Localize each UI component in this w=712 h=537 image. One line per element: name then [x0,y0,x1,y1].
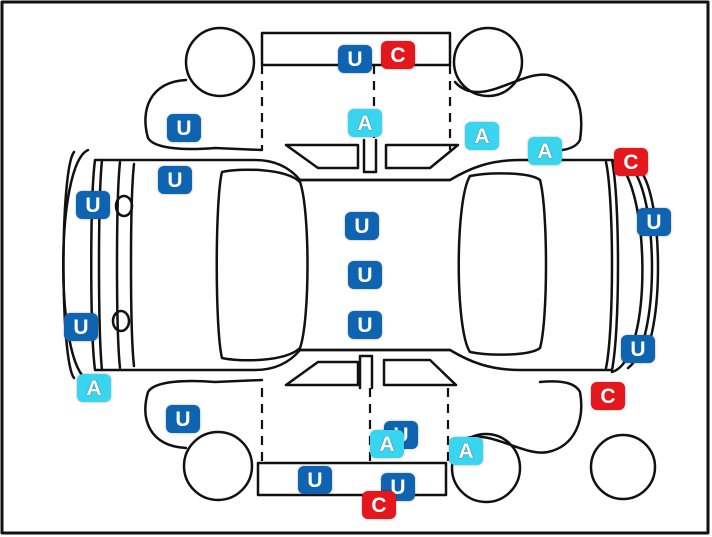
damage-marker-code: C [371,493,387,517]
wheel-top-right [452,26,524,98]
damage-marker-a: A [370,430,404,458]
fender-top-left [144,78,264,152]
fender-bottom-left [144,378,264,450]
damage-marker-u: U [167,114,201,142]
damage-marker-code: U [307,468,323,492]
front-window [215,168,309,362]
damage-marker-code: A [357,111,373,135]
damage-marker-u: U [348,261,382,289]
damage-marker-code: U [357,313,373,337]
damage-marker-a: A [348,109,382,137]
damage-marker-u: U [345,212,379,240]
center-strip-bottom [358,354,374,390]
pane-top-left [284,143,360,170]
damage-marker-code: A [379,432,395,456]
damage-marker-code: U [167,168,183,192]
damage-marker-code: A [474,124,490,148]
pane-bottom-left [284,360,360,387]
damage-marker-code: U [73,315,89,339]
damage-marker-c: C [381,41,415,69]
damage-marker-code: A [537,139,553,163]
fender-top-right [453,73,583,152]
damage-marker-a: A [465,122,499,150]
damage-marker-u: U [76,191,110,219]
body-outline [90,158,620,372]
damage-marker-u: U [348,311,382,339]
damage-marker-code: U [357,263,373,287]
damage-marker-code: U [175,407,191,431]
center-strip-top [362,138,378,174]
damage-marker-code: C [390,43,406,67]
damage-marker-code: U [630,337,646,361]
damage-marker-code: C [600,384,616,408]
damage-marker-code: A [86,376,102,400]
damage-marker-a: A [77,374,111,402]
damage-marker-code: U [85,193,101,217]
pane-bottom-right [382,358,458,387]
headlight-top [114,194,134,218]
damage-marker-code: U [176,116,192,140]
damage-marker-c: C [614,148,648,176]
damage-marker-u: U [166,405,200,433]
damage-marker-code: U [354,214,370,238]
pane-top-right [384,143,460,170]
spare-wheel [589,433,657,501]
damage-marker-c: C [362,491,396,519]
damage-marker-u: U [298,466,332,494]
damage-marker-u: U [64,313,98,341]
damage-marker-code: A [458,439,474,463]
fender-bottom-right [450,380,583,454]
damage-marker-u: U [637,208,671,236]
damage-marker-c: C [591,382,625,410]
damage-marker-code: U [347,47,363,71]
wheel-top-left [184,26,256,98]
damage-marker-u: U [158,166,192,194]
headlight-bottom [111,309,131,333]
sill-panel-bottom [256,461,448,497]
damage-marker-code: U [646,210,662,234]
wheel-bottom-left [182,430,254,502]
damage-marker-a: A [449,437,483,465]
damage-marker-u: U [621,335,655,363]
damage-marker-u: U [338,45,372,73]
rear-window [457,172,548,356]
damage-marker-a: A [528,137,562,165]
damage-marker-code: C [623,150,639,174]
wheel-bottom-right [450,432,522,504]
